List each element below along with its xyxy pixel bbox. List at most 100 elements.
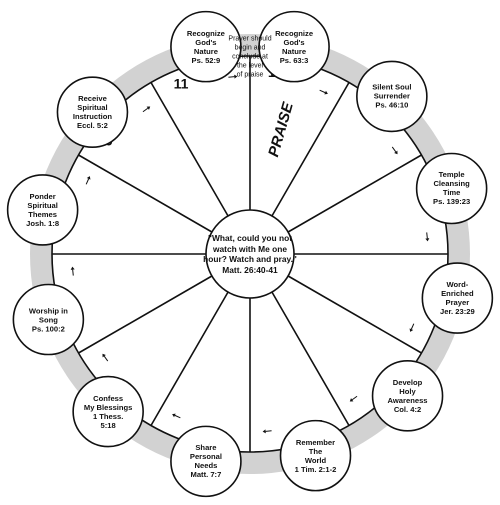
arrow-head xyxy=(394,150,398,155)
direction-arrow-icon xyxy=(142,106,151,113)
direction-arrow-icon xyxy=(349,395,358,402)
praise-note-line: conclude at xyxy=(232,53,268,61)
step-label-line: Worship in xyxy=(28,306,68,315)
step-label-line: Ps. 63:3 xyxy=(279,55,309,65)
arrow-head xyxy=(262,429,266,434)
step-label-line: Jer. 23:29 xyxy=(440,307,475,317)
praise-note: Prayer should begin and conclude at the … xyxy=(228,35,271,80)
step-label-line: Spiritual xyxy=(77,103,108,113)
step-label-line: Nature xyxy=(282,46,307,56)
step-label-line: Ps. 139:23 xyxy=(433,197,471,207)
step-label-line: Recognize xyxy=(275,28,314,38)
direction-arrow-icon xyxy=(70,266,75,276)
step-label-line: Song xyxy=(38,315,58,324)
step-circle xyxy=(279,419,352,492)
step-label-line: Ps. 100:2 xyxy=(31,324,65,333)
step-label-line: Silent Soul xyxy=(372,82,412,92)
direction-arrow-icon xyxy=(409,323,415,332)
step-label-line: Spiritual xyxy=(27,200,58,210)
step-label-line: Prayer xyxy=(445,298,470,308)
arrow-head xyxy=(425,238,430,242)
center-quote-line: Matt. 26:40-41 xyxy=(222,264,278,275)
arrow-shaft xyxy=(410,323,415,330)
direction-arrow-icon xyxy=(391,146,398,155)
step-circle xyxy=(56,76,129,148)
step-circle xyxy=(415,152,488,225)
step-label-line: 5:18 xyxy=(100,420,116,430)
direction-arrow-icon xyxy=(228,74,238,79)
step-label-line: Cleansing xyxy=(433,179,470,189)
arrow-shaft xyxy=(174,414,181,419)
spoke xyxy=(271,291,350,426)
center-hub xyxy=(205,209,295,299)
step-label-line: Enriched xyxy=(441,289,474,299)
hour-number: 11 xyxy=(174,75,189,91)
step-label-line: God's xyxy=(283,37,305,47)
spoke xyxy=(78,154,213,233)
step-circle xyxy=(258,10,330,83)
spoke xyxy=(287,275,422,354)
step-label-line: Matt. 7:7 xyxy=(190,470,222,480)
spoke xyxy=(271,82,350,217)
direction-arrow-icon xyxy=(425,232,430,242)
step-label-line: Ps. 46:10 xyxy=(375,100,409,110)
arrow-head xyxy=(70,266,75,270)
step-label-line: Personal xyxy=(189,452,222,462)
praise-note-line: Prayer should xyxy=(228,35,272,43)
arrow-head xyxy=(102,353,106,358)
step-circle xyxy=(6,174,79,246)
arrow-head xyxy=(324,90,328,95)
arrow-shaft xyxy=(72,269,74,276)
step-label-line: Share xyxy=(195,443,217,453)
direction-arrow-icon xyxy=(319,89,328,95)
arrow-shaft xyxy=(228,76,235,78)
step-label-line: The xyxy=(308,446,323,456)
step-label-line: Holy xyxy=(399,386,416,396)
center-quote-line: hour? Watch and pray." xyxy=(203,254,297,264)
step-label-line: 1 Tim. 2:1-2 xyxy=(294,464,337,474)
direction-arrow-icon xyxy=(102,353,109,362)
direction-arrow-icon xyxy=(172,413,181,419)
step-circle xyxy=(371,360,444,432)
step-label-line: Temple xyxy=(438,170,465,180)
step-label-line: Ps. 52:9 xyxy=(191,55,221,65)
step-label-line: My Blessings xyxy=(83,402,133,412)
step-label-line: Awareness xyxy=(387,395,428,405)
arrow-head xyxy=(409,328,414,332)
step-circle xyxy=(421,262,494,334)
step-circle xyxy=(12,283,85,356)
step-label-line: Themes xyxy=(28,209,57,219)
step-label-line: Ponder xyxy=(29,191,56,201)
direction-arrow-icon xyxy=(262,429,272,434)
step-label-line: Instruction xyxy=(72,112,113,122)
step-label-line: God's xyxy=(195,37,217,47)
step-label-line: Receive xyxy=(78,94,107,104)
arrow-head xyxy=(234,74,238,79)
spoke xyxy=(287,154,422,233)
arrow-shaft xyxy=(265,430,272,432)
praise-note-line: the level xyxy=(236,62,264,70)
arrow-shaft xyxy=(319,89,326,94)
arrow-head xyxy=(172,413,176,418)
step-label-line: Needs xyxy=(194,461,218,471)
center-quote-line: watch with Me one xyxy=(213,243,287,254)
direction-arrow-icon xyxy=(85,176,91,185)
arrow-shaft xyxy=(142,107,149,113)
center-quote: "What, could you not watch with Me one h… xyxy=(203,233,297,275)
step-label-line: 1 Thess. xyxy=(92,411,124,421)
step-label-line: Word- xyxy=(446,280,469,290)
step-label-line: Time xyxy=(442,188,461,198)
step-label-line: Eccl. 5:2 xyxy=(77,121,108,131)
arrow-shaft xyxy=(85,178,90,185)
step-label-line: Josh. 1:8 xyxy=(26,218,60,228)
step-label-line: Col. 4:2 xyxy=(393,404,422,414)
